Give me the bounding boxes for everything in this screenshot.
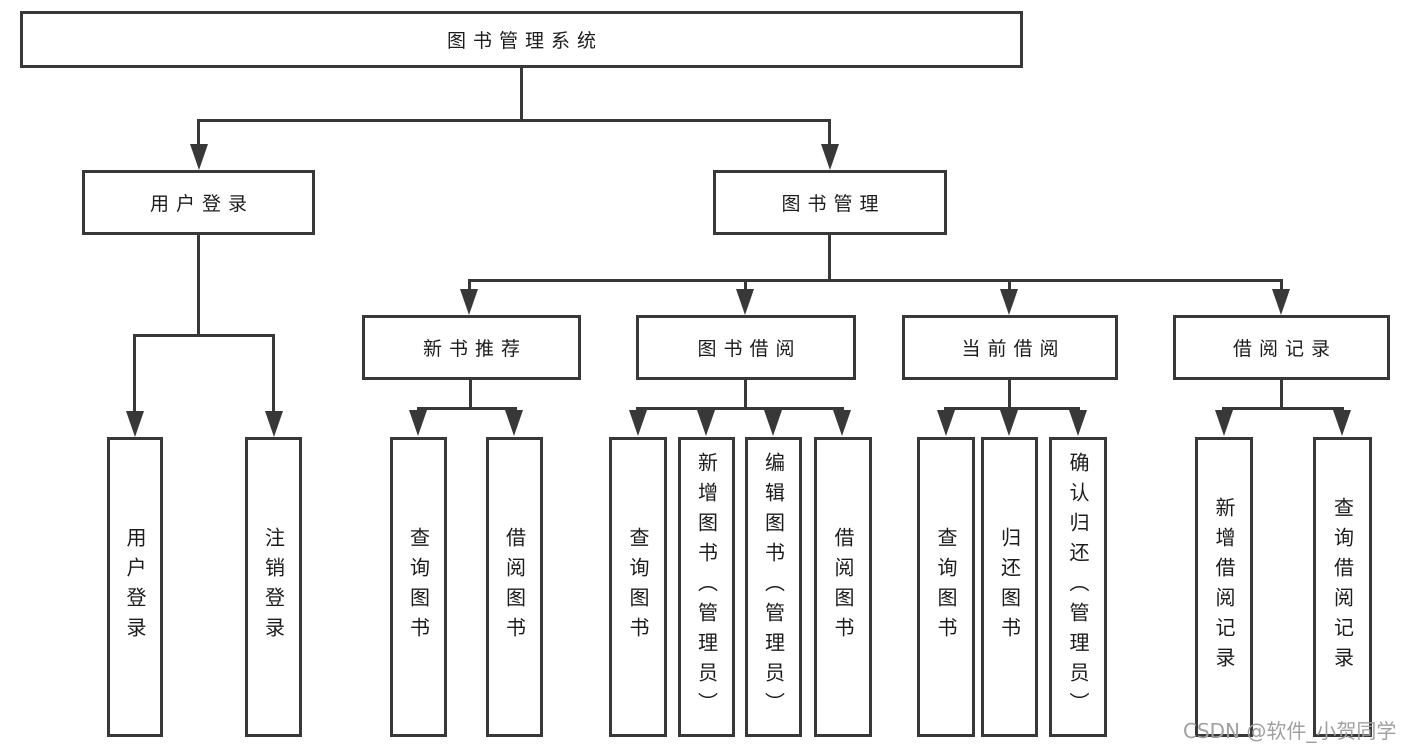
connector-line xyxy=(828,119,831,147)
connector-line xyxy=(744,279,747,293)
node-user-login: 用户登录 xyxy=(82,170,315,235)
node-new-book-recommend: 新书推荐 xyxy=(362,315,581,380)
leaf-logout-label: 注销登录 xyxy=(261,527,286,647)
connector-line xyxy=(133,334,275,337)
leaf-query-book-borrowing: 查询图书 xyxy=(609,437,667,737)
arrow-down-icon xyxy=(937,410,955,436)
connector-line xyxy=(417,407,517,410)
leaf-add-borrow-record-label: 新增借阅记录 xyxy=(1212,497,1236,677)
node-borrow-records: 借阅记录 xyxy=(1173,315,1390,380)
connector-line xyxy=(469,379,472,410)
arrow-down-icon xyxy=(505,410,523,436)
connector-line xyxy=(468,279,1283,282)
arrow-down-icon xyxy=(629,410,647,436)
arrow-down-icon xyxy=(833,410,851,436)
arrow-down-icon xyxy=(409,410,427,436)
node-book-borrowing-label: 图书借阅 xyxy=(697,338,802,360)
leaf-query-borrow-record: 查询借阅记录 xyxy=(1313,437,1372,737)
leaf-query-borrow-record-label: 查询借阅记录 xyxy=(1330,497,1355,677)
leaf-borrow-book-recommend-label: 借阅图书 xyxy=(502,527,527,647)
leaf-edit-book-admin-label: 编辑图书（管理员） xyxy=(761,452,786,722)
arrow-down-icon xyxy=(1069,410,1087,436)
arrow-down-icon xyxy=(697,410,715,436)
node-book-borrowing: 图书借阅 xyxy=(636,315,856,380)
node-current-borrowing-label: 当前借阅 xyxy=(961,338,1066,360)
leaf-query-book-borrowing-label: 查询图书 xyxy=(626,527,650,647)
connector-line xyxy=(520,67,523,120)
leaf-add-book-admin-label: 新增图书（管理员） xyxy=(694,452,719,722)
leaf-borrow-book-label: 借阅图书 xyxy=(831,527,855,647)
leaf-borrow-book-recommend: 借阅图书 xyxy=(486,437,543,737)
connector-line xyxy=(197,119,831,122)
arrow-down-icon xyxy=(1215,410,1233,436)
node-book-management-label: 图书管理 xyxy=(781,193,886,215)
connector-line xyxy=(1280,379,1283,410)
node-borrow-records-label: 借阅记录 xyxy=(1232,338,1337,360)
leaf-query-book-current-label: 查询图书 xyxy=(934,527,958,647)
node-root: 图书管理系统 xyxy=(20,11,1023,68)
leaf-add-book-admin: 新增图书（管理员） xyxy=(678,437,735,737)
node-current-borrowing: 当前借阅 xyxy=(902,315,1118,380)
connector-line xyxy=(744,379,747,410)
connector-line xyxy=(1008,279,1011,293)
node-book-management: 图书管理 xyxy=(713,170,947,235)
leaf-query-book-current: 查询图书 xyxy=(917,437,975,737)
leaf-query-book-recommend-label: 查询图书 xyxy=(406,527,431,647)
arrow-down-icon xyxy=(1333,410,1351,436)
leaf-borrow-book: 借阅图书 xyxy=(814,437,872,737)
connector-line xyxy=(133,334,136,414)
leaf-confirm-return-admin: 确认归还（管理员） xyxy=(1049,437,1107,737)
connector-line xyxy=(1222,407,1344,410)
watermark: CSDN @软件_小贺同学 xyxy=(1183,719,1397,743)
connector-line xyxy=(636,407,844,410)
leaf-query-book-recommend: 查询图书 xyxy=(390,437,447,737)
connector-line xyxy=(828,234,831,282)
arrow-down-icon xyxy=(1272,289,1290,315)
arrow-down-icon xyxy=(126,411,144,437)
connector-line xyxy=(197,234,200,336)
arrow-down-icon xyxy=(764,410,782,436)
node-user-login-label: 用户登录 xyxy=(149,193,254,215)
leaf-user-login: 用户登录 xyxy=(107,437,163,737)
leaf-confirm-return-admin-label: 确认归还（管理员） xyxy=(1066,452,1090,722)
arrow-down-icon xyxy=(190,144,208,170)
connector-line xyxy=(468,279,471,293)
connector-line xyxy=(272,334,275,414)
connector-line xyxy=(1008,379,1011,410)
arrow-down-icon xyxy=(736,289,754,315)
connector-line xyxy=(197,119,200,147)
arrow-down-icon xyxy=(1000,289,1018,315)
leaf-add-borrow-record: 新增借阅记录 xyxy=(1195,437,1253,737)
arrow-down-icon xyxy=(265,411,283,437)
leaf-user-login-label: 用户登录 xyxy=(123,527,147,647)
arrow-down-icon xyxy=(460,289,478,315)
node-new-book-recommend-label: 新书推荐 xyxy=(422,338,527,360)
connector-line xyxy=(944,407,1080,410)
connector-line xyxy=(1280,279,1283,293)
leaf-edit-book-admin: 编辑图书（管理员） xyxy=(745,437,802,737)
arrow-down-icon xyxy=(821,144,839,170)
leaf-return-book-label: 归还图书 xyxy=(997,527,1022,647)
node-root-label: 图书管理系统 xyxy=(446,30,603,52)
leaf-logout: 注销登录 xyxy=(245,437,302,737)
arrow-down-icon xyxy=(1000,410,1018,436)
leaf-return-book: 归还图书 xyxy=(981,437,1038,737)
